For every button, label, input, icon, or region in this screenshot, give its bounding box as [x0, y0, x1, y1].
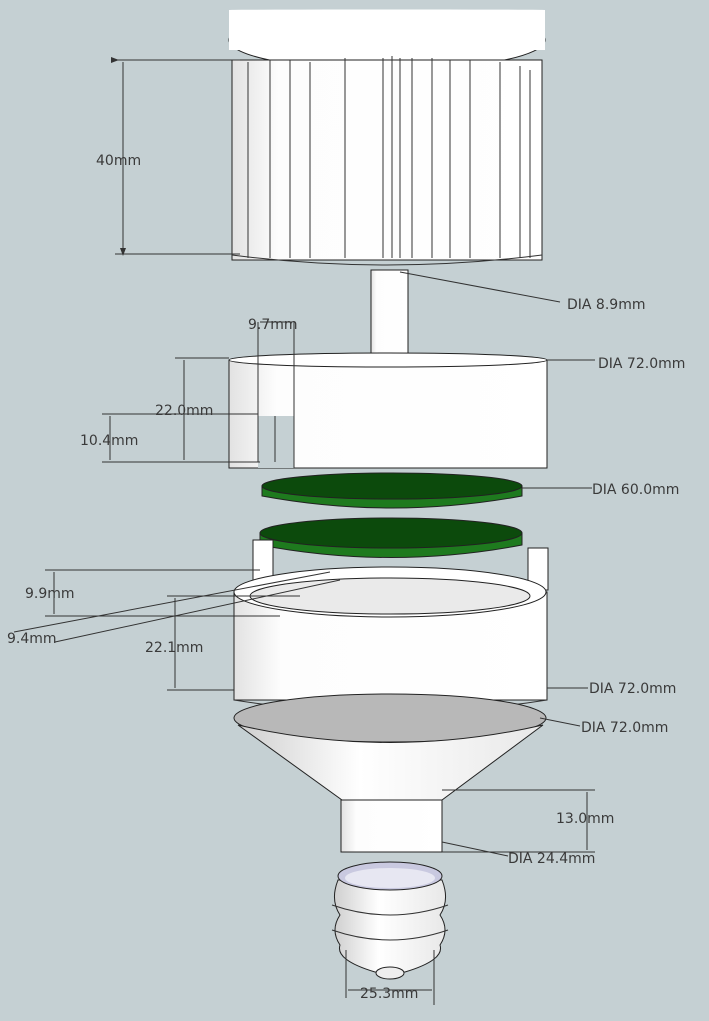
dim-lower-housing-dia: DIA 72.0mm [589, 681, 676, 697]
lens-lower[interactable] [259, 517, 523, 558]
dim-neck-height: 13.0mm [556, 811, 614, 827]
neck[interactable] [340, 799, 443, 853]
lens-upper[interactable] [261, 472, 523, 509]
dim-cone-dia: DIA 72.0mm [581, 720, 668, 736]
dim-lower-housing-height: 22.1mm [145, 640, 203, 656]
shaft[interactable] [370, 269, 409, 363]
dim-base-dia: 25.3mm [360, 986, 418, 1002]
dim-lens-dia: DIA 60.0mm [592, 482, 679, 498]
dim-upper-housing-height: 22.0mm [155, 403, 213, 419]
dim-tab-width: 9.4mm [7, 631, 57, 647]
dim-upper-housing-dia: DIA 72.0mm [598, 356, 685, 372]
lower-housing[interactable] [233, 539, 549, 713]
cone[interactable] [233, 693, 547, 801]
heatsink[interactable] [228, 9, 546, 266]
upper-housing[interactable] [228, 352, 548, 469]
dim-tab-height: 9.9mm [25, 586, 75, 602]
screw-base[interactable] [331, 861, 449, 980]
dimension-lines [13, 60, 595, 1005]
dim-slot-depth: 10.4mm [80, 433, 138, 449]
dim-slot-width: 9.7mm [248, 317, 298, 333]
dim-heatsink-height: 40mm [96, 153, 141, 169]
heatsink-fins [247, 56, 531, 258]
dim-shaft-dia: DIA 8.9mm [567, 297, 645, 313]
dim-neck-dia: DIA 24.4mm [508, 851, 595, 867]
